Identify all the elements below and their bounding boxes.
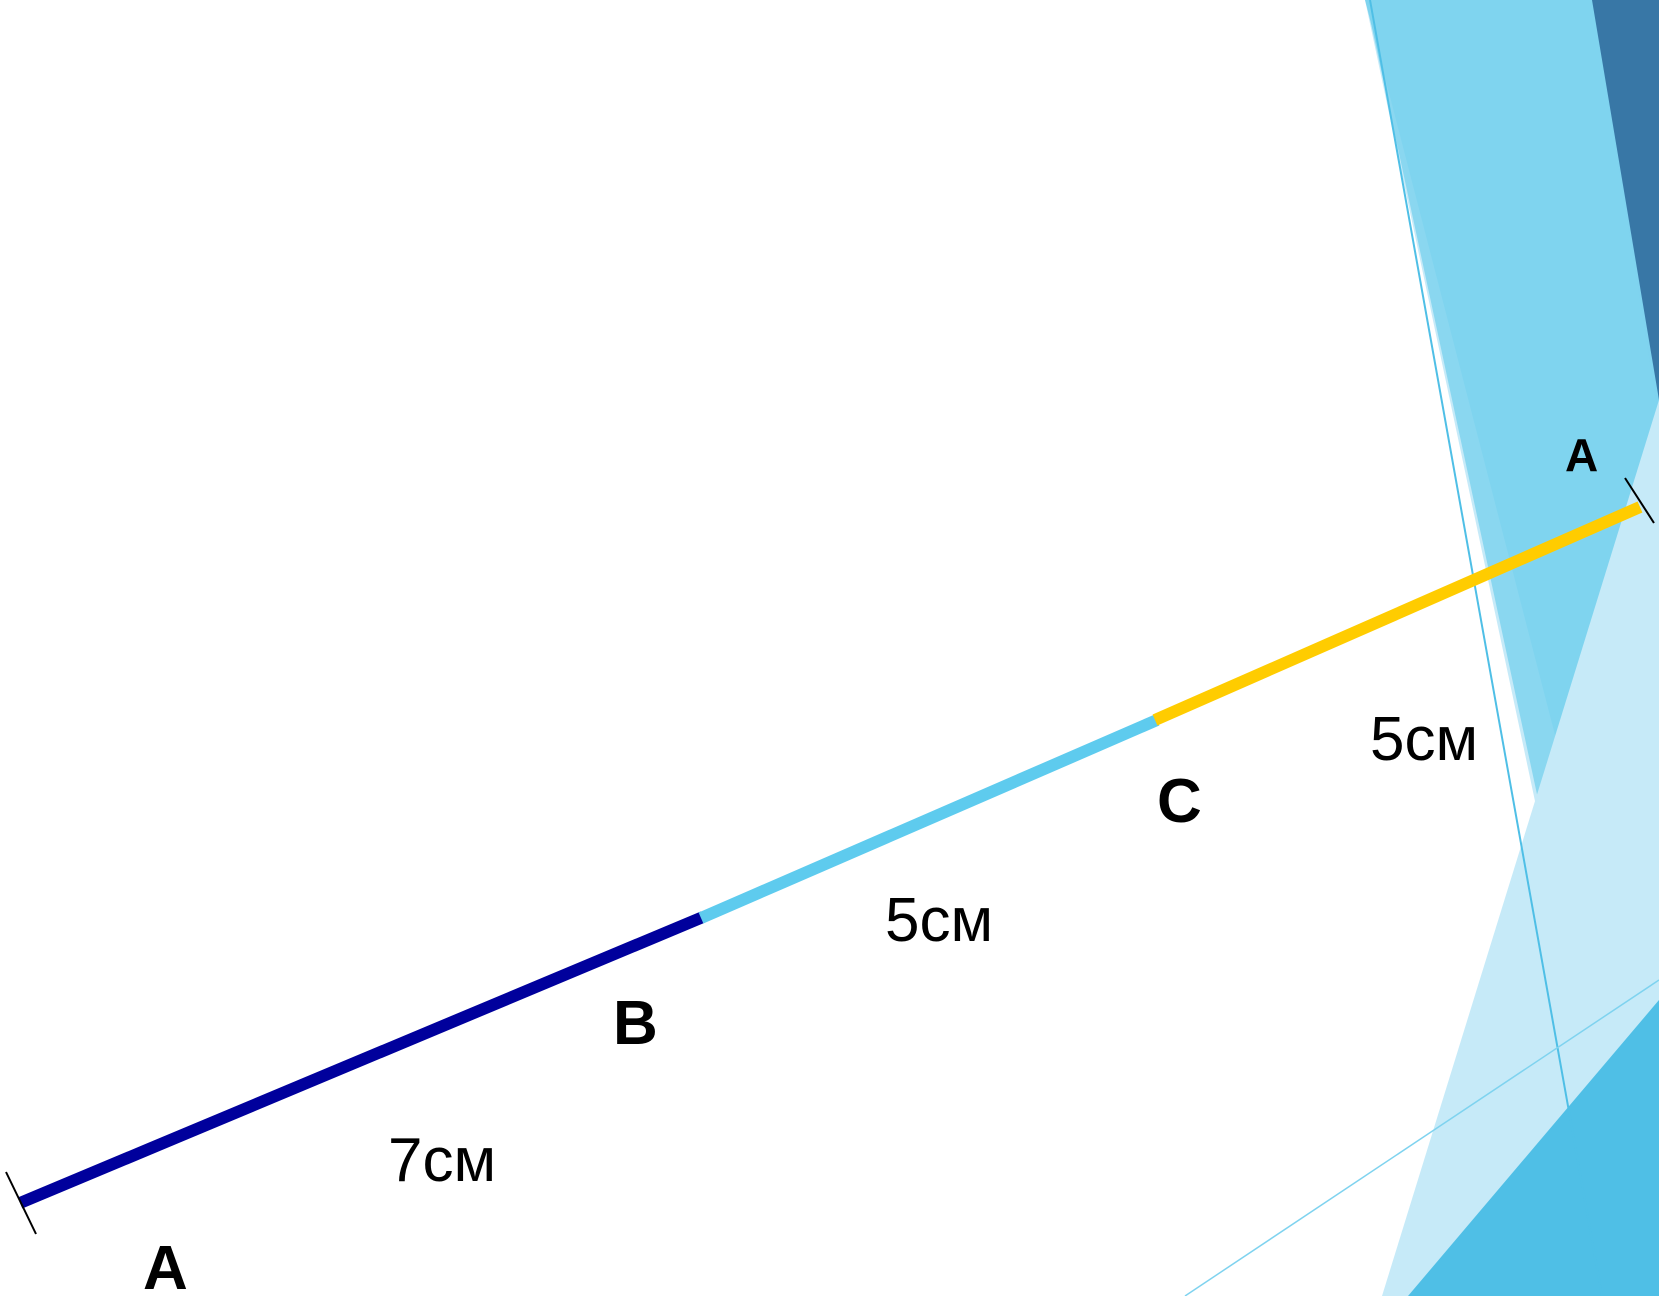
label-length-ab: 7см <box>388 1126 496 1195</box>
segment-group <box>17 501 1643 1209</box>
deco-thin-line-1 <box>1369 0 1603 1296</box>
decorative-background <box>1184 0 1659 1296</box>
tick-end <box>1624 477 1655 524</box>
segment-ab <box>17 911 706 1209</box>
label-length-bc: 5см <box>885 886 993 955</box>
label-point-c: C <box>1157 767 1202 836</box>
deco-dark-panel <box>1592 0 1659 400</box>
segment-bc <box>698 714 1160 924</box>
label-length-ca: 5см <box>1370 705 1478 774</box>
deco-pale-lower <box>1382 400 1659 1296</box>
end-ticks <box>5 477 1655 1235</box>
deco-mid-lower <box>1408 1000 1659 1296</box>
label-point-a-start: A <box>143 1234 188 1296</box>
segment-ca <box>1152 501 1643 726</box>
label-point-b: B <box>613 989 658 1058</box>
tick-start <box>5 1171 37 1235</box>
label-point-a-end: A <box>1565 429 1598 481</box>
deco-thin-line-2 <box>1184 979 1659 1296</box>
